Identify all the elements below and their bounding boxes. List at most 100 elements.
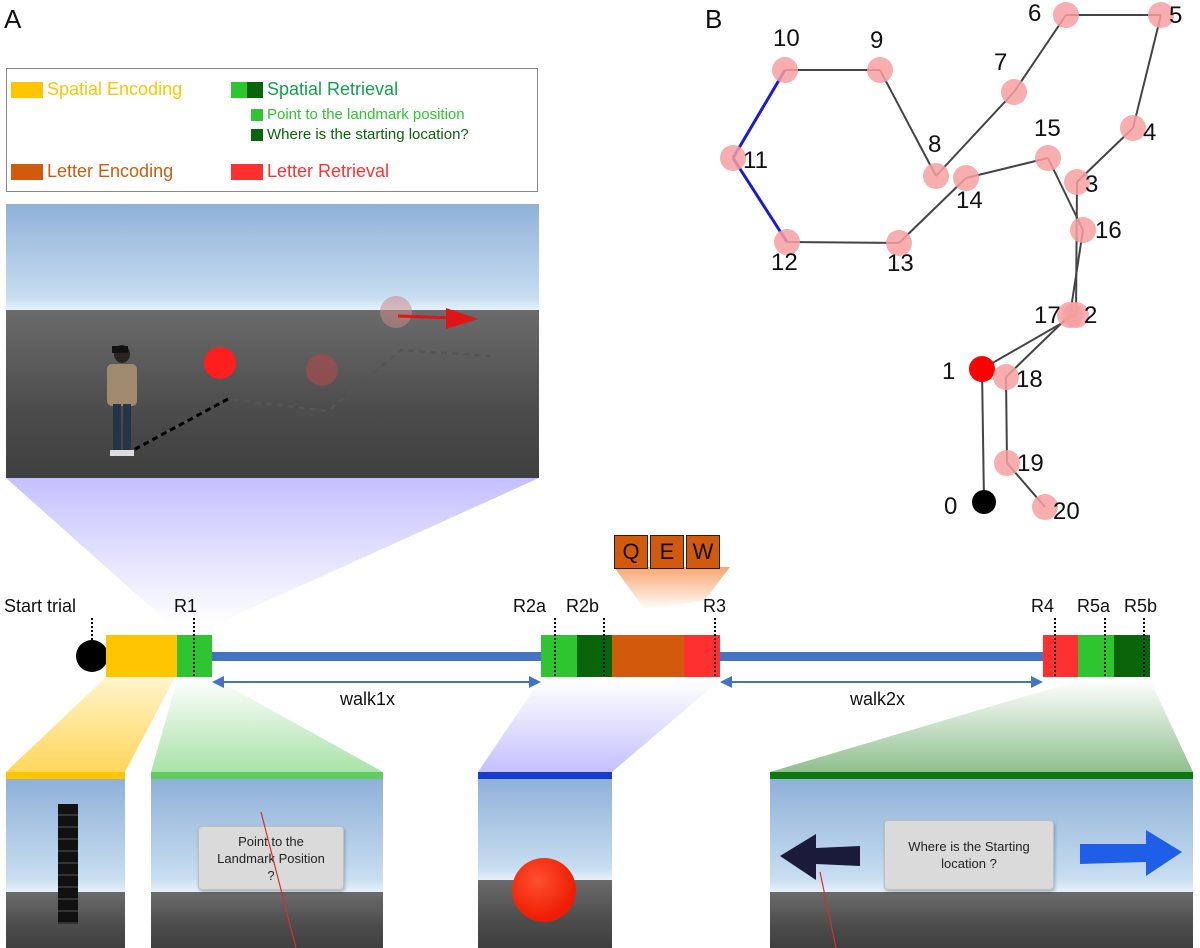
path-node-14	[953, 165, 979, 191]
where-starting-label: Where is the starting location?	[267, 126, 469, 143]
path-node-label: 16	[1095, 217, 1122, 244]
path-node-3	[1064, 169, 1090, 195]
letter-key-e: E	[650, 535, 684, 569]
walk1-arrow-right-icon	[529, 676, 541, 688]
marker-r2b: R2b	[566, 596, 600, 616]
marker-r5b-line	[1143, 618, 1145, 676]
path-node-label: 8	[928, 131, 941, 158]
landmark-screenshot: Point to the Landmark Position ?	[151, 772, 383, 948]
path-node-5	[1148, 2, 1174, 28]
path-node-label: 0	[944, 493, 957, 520]
path-node-label: 12	[771, 249, 798, 276]
path-node-18	[993, 364, 1019, 390]
segment-r5a-retrieval	[1078, 635, 1114, 677]
panel-b-label: B	[705, 4, 723, 34]
legend-letter-encoding: Letter Encoding	[11, 161, 173, 182]
path-edge	[1005, 376, 1008, 464]
participant-figure	[107, 345, 137, 456]
marker-r2a: R2a	[513, 596, 547, 616]
where-starting-dialog-text: Where is the Starting location ?	[908, 839, 1030, 871]
point-landmark-label: Point to the landmark position	[267, 106, 465, 123]
path-edge	[879, 69, 937, 177]
starting-color-bar	[770, 772, 1193, 779]
path-node-10	[772, 57, 798, 83]
path-edge	[965, 157, 1049, 179]
path-node-label: 1	[942, 358, 955, 385]
path-node-label: 2	[1084, 302, 1097, 329]
letter-key-q: Q	[614, 535, 648, 569]
path-node-20	[1032, 494, 1058, 520]
path-node-6	[1053, 2, 1079, 28]
path-node-label: 5	[1169, 2, 1182, 29]
legend-spatial-encoding: Spatial Encoding	[11, 79, 182, 100]
marker-r1-line	[193, 618, 195, 676]
path-node-label: 17	[1034, 302, 1061, 329]
segment-letter-encoding	[612, 635, 684, 677]
starting-projection	[770, 680, 1193, 772]
walk1-arrow-left-icon	[212, 676, 224, 688]
path-node-label: 10	[773, 25, 800, 52]
segment-spatial-encoding	[106, 635, 177, 677]
path-node-label: 3	[1085, 171, 1098, 198]
path-edge	[786, 241, 900, 244]
letter-keys: Q E W	[614, 535, 720, 569]
marker-r1: R1	[174, 596, 198, 616]
walk-screenshot	[478, 772, 612, 948]
path-edge	[1047, 157, 1084, 231]
scene-sky	[6, 204, 539, 310]
legend-letter-retrieval: Letter Retrieval	[231, 161, 389, 182]
path-node-15	[1035, 145, 1061, 171]
path-edge	[1005, 314, 1071, 378]
starting-ground	[770, 892, 1193, 948]
legend-where-starting: Where is the starting location?	[251, 126, 469, 143]
marker-r2b-line	[603, 618, 605, 676]
legend-spatial-retrieval: Spatial Retrieval	[231, 79, 398, 100]
point-landmark-swatch	[251, 108, 263, 121]
start-trial-dot	[76, 640, 108, 672]
starting-pointer-ray	[819, 871, 837, 948]
legend-point-landmark: Point to the landmark position	[251, 106, 465, 123]
path-node-label: 20	[1053, 498, 1080, 525]
walk-projection	[478, 680, 720, 772]
marker-r4-line	[1054, 618, 1056, 676]
point-landmark-dialog-text: Point to the Landmark Position ?	[217, 833, 325, 883]
path-node-label: 6	[1028, 0, 1041, 27]
direction-arrow-shaft	[397, 314, 455, 320]
path-node-label: 4	[1143, 119, 1156, 146]
path-node-label: 7	[994, 49, 1007, 76]
landmark-pointer	[260, 811, 297, 948]
walk1-label: walk1x	[340, 689, 396, 709]
path-node-label: 15	[1034, 115, 1061, 142]
pointer-ray	[260, 811, 297, 948]
walk2-arrow-right-icon	[1031, 676, 1043, 688]
path-node-1	[969, 356, 995, 382]
landmark-sphere	[204, 347, 236, 379]
landmark-ground	[151, 892, 383, 948]
left-arrow-icon[interactable]	[780, 834, 860, 880]
landmark-sphere-faded	[306, 354, 338, 386]
marker-r3-line	[714, 618, 716, 676]
path-node-label: 18	[1016, 366, 1043, 393]
path-node-label: 14	[956, 187, 983, 214]
where-starting-dialog: Where is the Starting location ?	[884, 820, 1054, 890]
path-node-4	[1120, 115, 1146, 141]
right-arrow-icon[interactable]	[1080, 830, 1182, 876]
path-edge	[1069, 229, 1084, 316]
letter-retrieval-swatch	[231, 163, 263, 180]
walk2-arrow-left-icon	[720, 676, 732, 688]
walked-path	[125, 348, 492, 456]
path-node-8	[923, 163, 949, 189]
spatial-retrieval-label: Spatial Retrieval	[267, 79, 399, 99]
path-edge	[981, 368, 985, 503]
legend: Spatial Encoding Spatial Retrieval Point…	[6, 68, 538, 192]
tower-landmark	[58, 804, 78, 924]
where-starting-swatch	[251, 128, 263, 141]
path-node-0	[972, 490, 996, 514]
letter-encoding-label: Letter Encoding	[47, 161, 174, 181]
path-node-label: 11	[743, 147, 768, 174]
spatial-encoding-swatch	[11, 81, 43, 98]
scene-ground	[6, 310, 539, 478]
